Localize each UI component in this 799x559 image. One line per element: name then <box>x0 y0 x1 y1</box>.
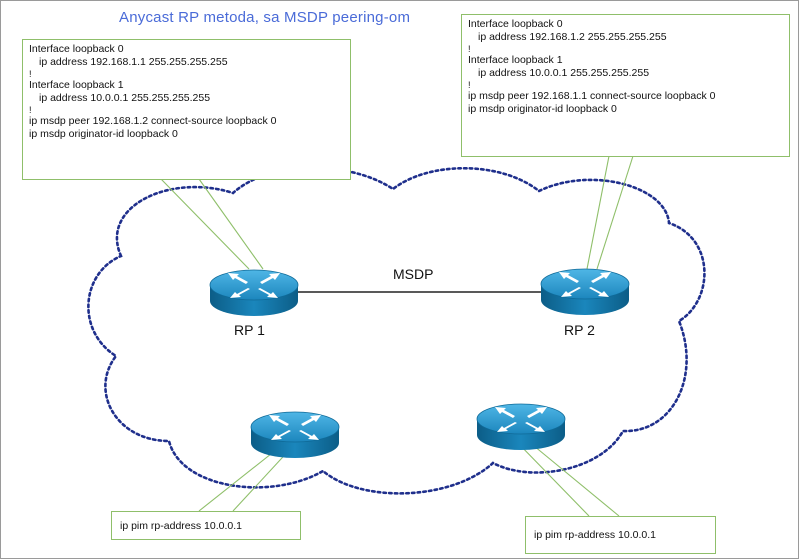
msdp-link-label: MSDP <box>393 266 434 282</box>
config-line: ip address 10.0.0.1 255.255.255.255 <box>478 67 650 79</box>
rp2-callout-leader <box>586 155 634 270</box>
config-line: ip msdp peer 192.168.1.1 connect-source … <box>468 90 716 102</box>
config-line: ip address 10.0.0.1 255.255.255.255 <box>39 92 211 104</box>
config-line: ! <box>468 80 471 90</box>
left-pim-config-box: ip pim rp-address 10.0.0.1 <box>111 511 301 540</box>
rp2-config-box: Interface loopback 0 ip address 192.168.… <box>461 14 790 157</box>
config-line: Interface loopback 0 <box>468 18 563 30</box>
rp1-config-box: Interface loopback 0 ip address 192.168.… <box>22 39 351 180</box>
rp1-callout-leader <box>160 178 264 270</box>
config-line: ! <box>29 105 32 115</box>
config-line: ip msdp peer 192.168.1.2 connect-source … <box>29 115 277 127</box>
right-router-icon <box>476 403 566 451</box>
right-pim-config-box: ip pim rp-address 10.0.0.1 <box>525 516 716 554</box>
network-cloud <box>87 166 706 495</box>
rp2-router-icon <box>540 268 630 316</box>
diagram-title: Anycast RP metoda, sa MSDP peering-om <box>119 9 411 26</box>
config-line: ! <box>468 44 471 54</box>
config-line: ip address 192.168.1.2 255.255.255.255 <box>478 31 667 43</box>
rp2-label: RP 2 <box>564 322 595 338</box>
config-line: ! <box>29 69 32 79</box>
config-line: ip msdp originator-id loopback 0 <box>468 103 617 115</box>
right-pim-leader <box>515 440 620 517</box>
config-line: Interface loopback 1 <box>468 54 563 66</box>
config-line: Interface loopback 0 <box>29 43 124 55</box>
config-line: Interface loopback 1 <box>29 79 124 91</box>
config-line: ip address 192.168.1.1 255.255.255.255 <box>39 56 228 68</box>
rp1-label: RP 1 <box>234 322 265 338</box>
left-router-icon <box>250 411 340 459</box>
rp1-router-icon <box>209 269 299 317</box>
config-line: ip msdp originator-id loopback 0 <box>29 128 178 140</box>
